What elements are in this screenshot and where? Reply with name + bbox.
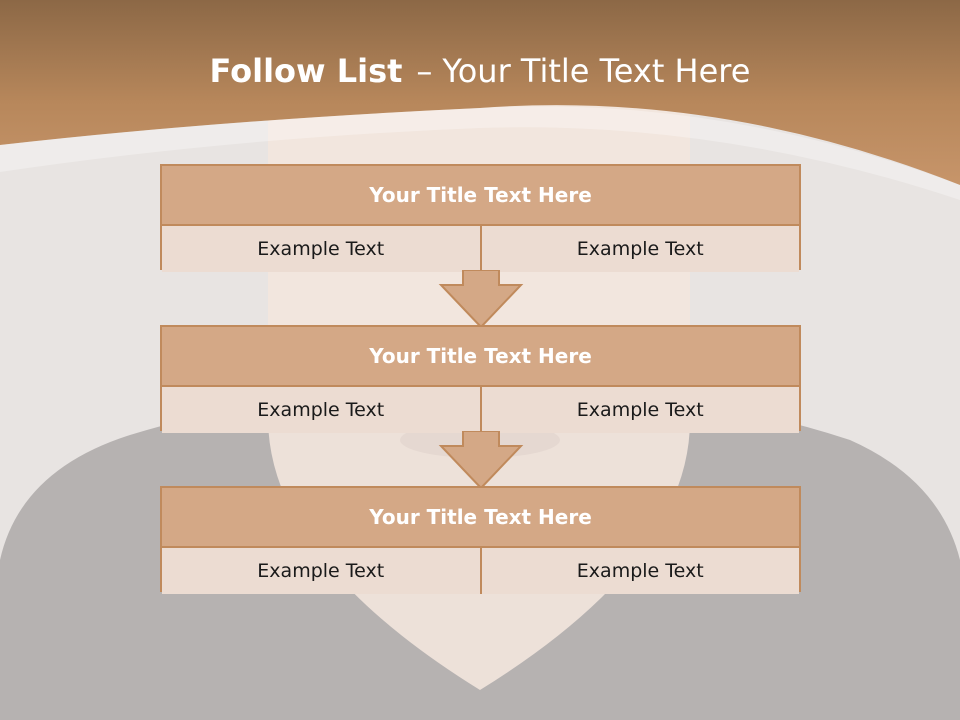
down-arrow-icon	[438, 431, 524, 490]
step-box-2: Your Title Text Here Example Text Exampl…	[160, 325, 801, 433]
slide-title: Follow List–Your Title Text Here	[0, 52, 960, 90]
step-box-1: Your Title Text Here Example Text Exampl…	[160, 164, 801, 272]
step-cell-left: Example Text	[162, 387, 480, 433]
step-title: Your Title Text Here	[162, 327, 799, 387]
step-row: Example Text Example Text	[162, 387, 799, 433]
step-title: Your Title Text Here	[162, 488, 799, 548]
step-cell-left: Example Text	[162, 226, 480, 272]
step-row: Example Text Example Text	[162, 548, 799, 594]
step-cell-right: Example Text	[479, 226, 799, 272]
step-title: Your Title Text Here	[162, 166, 799, 226]
step-cell-right: Example Text	[479, 548, 799, 594]
step-cell-left: Example Text	[162, 548, 480, 594]
step-row: Example Text Example Text	[162, 226, 799, 272]
down-arrow-icon	[438, 270, 524, 329]
header-band	[0, 0, 960, 200]
step-cell-right: Example Text	[479, 387, 799, 433]
title-rest: Your Title Text Here	[442, 52, 751, 90]
step-box-3: Your Title Text Here Example Text Exampl…	[160, 486, 801, 594]
title-bold: Follow List	[209, 52, 403, 90]
title-dash: –	[416, 52, 433, 90]
